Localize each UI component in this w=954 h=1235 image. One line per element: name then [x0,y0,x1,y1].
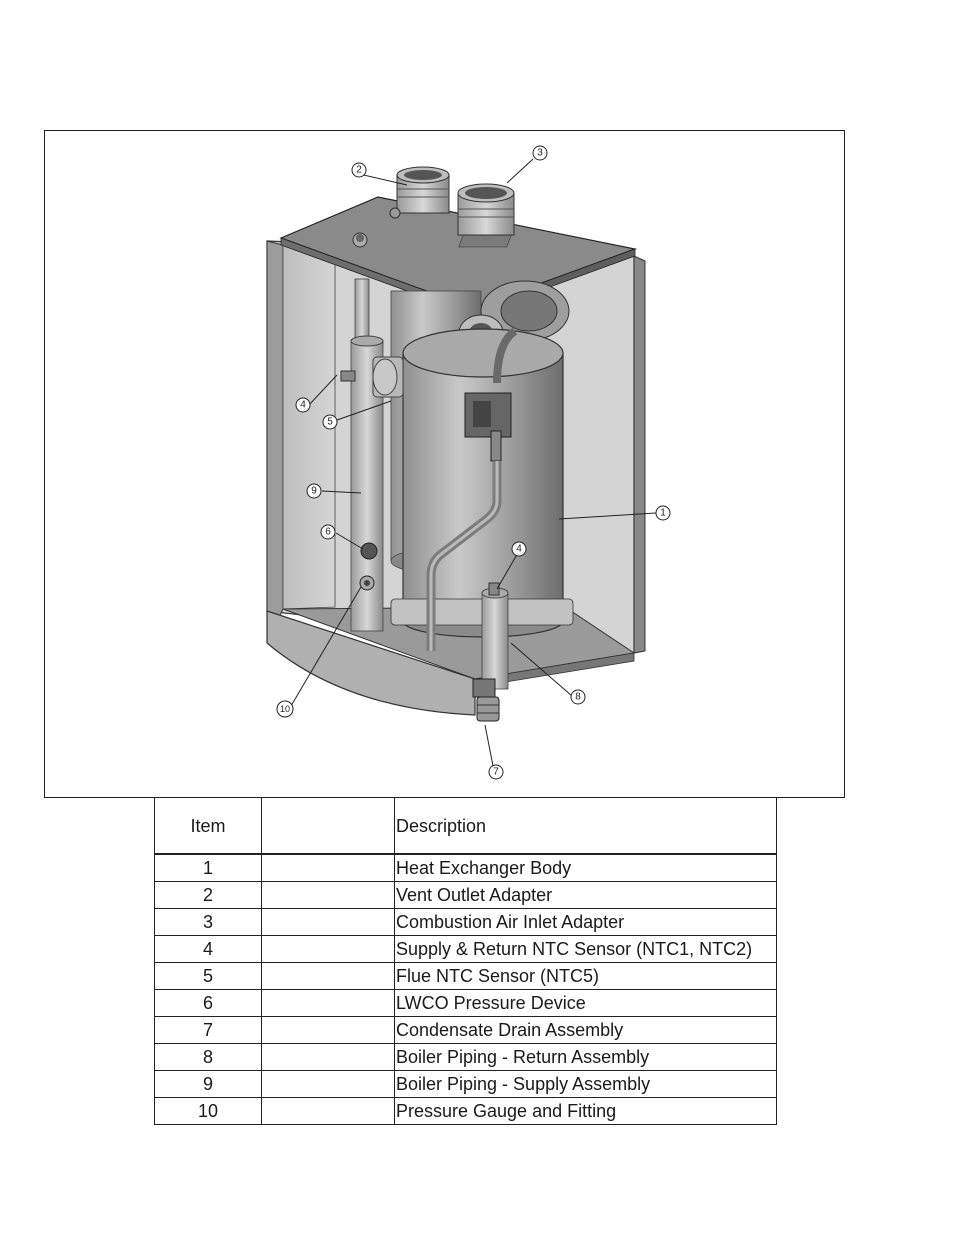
table-row: 1 Heat Exchanger Body [154,853,777,882]
svg-text:6: 6 [325,527,331,538]
row-item: 6 [154,989,262,1017]
gas-valve [464,392,512,462]
vent-outlet-adapter [389,166,450,219]
row-description: Condensate Drain Assembly [394,1016,777,1044]
combustion-air-inlet-adapter [457,183,515,236]
callout-9: 9 [306,483,322,499]
leader-lines [290,158,657,767]
table-row: 8 Boiler Piping - Return Assembly [154,1043,777,1071]
row-item: 4 [154,935,262,963]
callout-4-upper: 4 [295,397,311,413]
row-item: 8 [154,1043,262,1071]
condensate-drain-assembly [472,678,500,722]
header-item: Item [154,798,262,855]
table-row: 5 Flue NTC Sensor (NTC5) [154,962,777,990]
row-blank [261,1016,395,1044]
heat-exchanger-body [390,328,574,638]
row-description: Flue NTC Sensor (NTC5) [394,962,777,990]
row-item: 7 [154,1016,262,1044]
row-blank [261,881,395,909]
row-blank [261,853,395,882]
svg-text:8: 8 [575,692,581,703]
row-item: 9 [154,1070,262,1098]
svg-text:9: 9 [311,486,317,497]
header-description: Description [394,798,777,855]
return-piping [481,582,509,690]
callout-4-lower: 4 [511,541,527,557]
row-blank [261,989,395,1017]
callout-10: 10 [276,700,294,718]
callout-8: 8 [570,689,586,705]
table-row: 6 LWCO Pressure Device [154,989,777,1017]
row-item: 3 [154,908,262,936]
table-row: 9 Boiler Piping - Supply Assembly [154,1070,777,1098]
row-blank [261,908,395,936]
row-blank [261,1070,395,1098]
row-item: 1 [154,853,262,882]
callout-5: 5 [322,414,338,430]
header-blank [261,798,395,855]
svg-text:4: 4 [516,544,522,555]
row-description: Boiler Piping - Supply Assembly [394,1070,777,1098]
row-blank [261,1043,395,1071]
callout-2: 2 [351,162,367,178]
svg-text:7: 7 [493,767,499,778]
callout-7: 7 [488,764,504,780]
svg-text:4: 4 [300,400,306,411]
row-description: Supply & Return NTC Sensor (NTC1, NTC2) [394,935,777,963]
row-description: Heat Exchanger Body [394,853,777,882]
svg-text:10: 10 [280,704,290,714]
svg-text:1: 1 [660,508,666,519]
row-description: Boiler Piping - Return Assembly [394,1043,777,1071]
table-row: 3 Combustion Air Inlet Adapter [154,908,777,936]
parts-table: Item Description 1 Heat Exchanger Body 2 V… [154,798,777,1125]
table-header-row: Item Description [154,798,777,855]
supply-piping [340,278,404,632]
svg-text:2: 2 [356,165,362,176]
table-row: 10 Pressure Gauge and Fitting [154,1097,777,1125]
row-item: 2 [154,881,262,909]
table-row: 4 Supply & Return NTC Sensor (NTC1, NTC2) [154,935,777,963]
row-blank [261,935,395,963]
row-description: Pressure Gauge and Fitting [394,1097,777,1125]
row-blank [261,1097,395,1125]
svg-text:5: 5 [327,417,333,428]
row-item: 10 [154,1097,262,1125]
boiler-illustration-frame: 1 2 3 4 4 5 6 7 [44,130,845,798]
row-description: LWCO Pressure Device [394,989,777,1017]
callout-6: 6 [320,524,336,540]
row-item: 5 [154,962,262,990]
callout-3: 3 [532,145,548,161]
row-description: Vent Outlet Adapter [394,881,777,909]
callout-1: 1 [655,505,671,521]
table-row: 7 Condensate Drain Assembly [154,1016,777,1044]
row-blank [261,962,395,990]
row-description: Combustion Air Inlet Adapter [394,908,777,936]
boiler-illustration: 1 2 3 4 4 5 6 7 [266,145,671,780]
svg-text:3: 3 [537,148,543,159]
table-row: 2 Vent Outlet Adapter [154,881,777,909]
